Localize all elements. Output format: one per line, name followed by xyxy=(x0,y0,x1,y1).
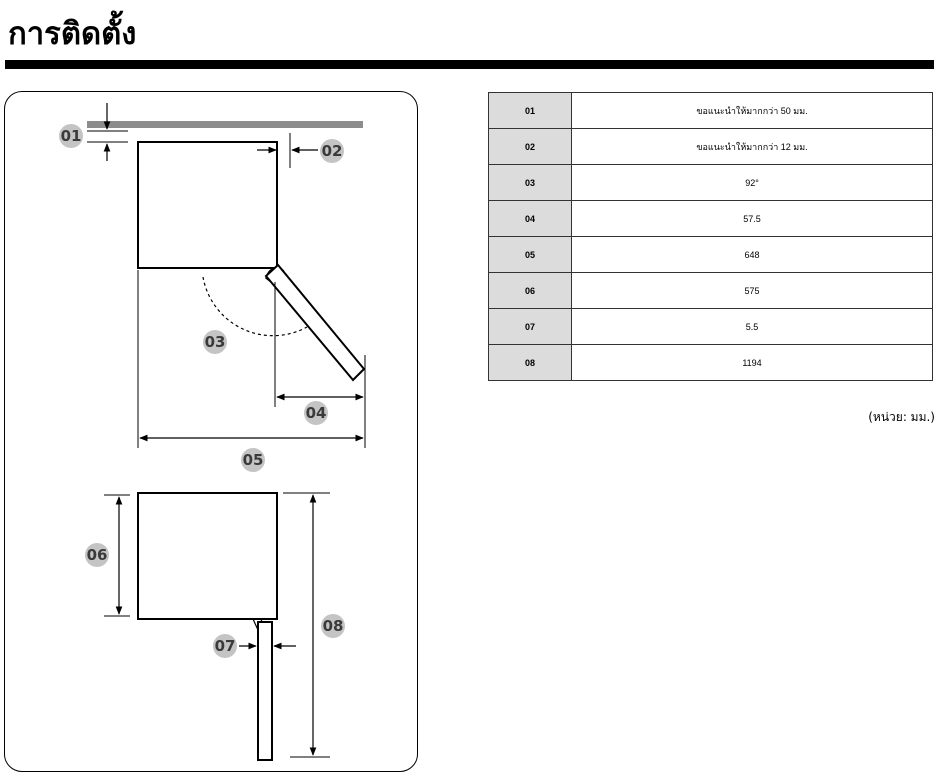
table-row: 04 57.5 xyxy=(488,200,933,237)
fridge-body-side-view xyxy=(137,492,278,620)
callout-01: 01 xyxy=(59,124,83,148)
table-row: 01 ขอแนะนำให้มากกว่า 50 มม. xyxy=(488,92,933,129)
row-value: 5.5 xyxy=(571,308,933,345)
callout-02: 02 xyxy=(320,139,344,163)
row-code: 08 xyxy=(488,344,572,381)
row-value: ขอแนะนำให้มากกว่า 12 มม. xyxy=(571,128,933,165)
fridge-body-top-view xyxy=(137,141,278,269)
callout-04: 04 xyxy=(304,401,328,425)
svg-text:07: 07 xyxy=(215,637,236,655)
table-row: 06 575 xyxy=(488,272,933,309)
unit-note: (หน่วย: มม.) xyxy=(868,410,935,424)
svg-text:01: 01 xyxy=(61,127,82,145)
title-divider xyxy=(5,60,934,69)
page-title: การติดตั้ง xyxy=(8,16,137,52)
row-code: 05 xyxy=(488,236,572,273)
callout-03: 03 xyxy=(203,330,227,354)
row-value: 1194 xyxy=(571,344,933,381)
row-code: 06 xyxy=(488,272,572,309)
row-value: 575 xyxy=(571,272,933,309)
door-side-view xyxy=(257,621,273,761)
row-code: 01 xyxy=(488,92,572,129)
svg-text:04: 04 xyxy=(306,404,327,422)
row-code: 02 xyxy=(488,128,572,165)
svg-text:05: 05 xyxy=(243,451,264,469)
row-code: 03 xyxy=(488,164,572,201)
svg-text:08: 08 xyxy=(323,617,344,635)
svg-text:06: 06 xyxy=(87,546,108,564)
callout-06: 06 xyxy=(85,543,109,567)
open-door xyxy=(264,263,366,382)
row-value: 57.5 xyxy=(571,200,933,237)
wall xyxy=(87,121,363,128)
table-row: 03 92° xyxy=(488,164,933,201)
table-row: 05 648 xyxy=(488,236,933,273)
row-code: 07 xyxy=(488,308,572,345)
row-value: 648 xyxy=(571,236,933,273)
table-row: 07 5.5 xyxy=(488,308,933,345)
svg-text:02: 02 xyxy=(322,142,343,160)
door-swing-arc xyxy=(202,276,308,337)
callout-07: 07 xyxy=(213,634,237,658)
diagram-frame xyxy=(4,91,418,772)
row-value: ขอแนะนำให้มากกว่า 50 มม. xyxy=(571,92,933,129)
callout-05: 05 xyxy=(241,448,265,472)
row-value: 92° xyxy=(571,164,933,201)
dimension-table: 01 ขอแนะนำให้มากกว่า 50 มม. 02 ขอแนะนำให… xyxy=(488,92,933,381)
table-row: 08 1194 xyxy=(488,344,933,381)
row-code: 04 xyxy=(488,200,572,237)
table-row: 02 ขอแนะนำให้มากกว่า 12 มม. xyxy=(488,128,933,165)
svg-text:03: 03 xyxy=(205,333,226,351)
callout-08: 08 xyxy=(321,614,345,638)
